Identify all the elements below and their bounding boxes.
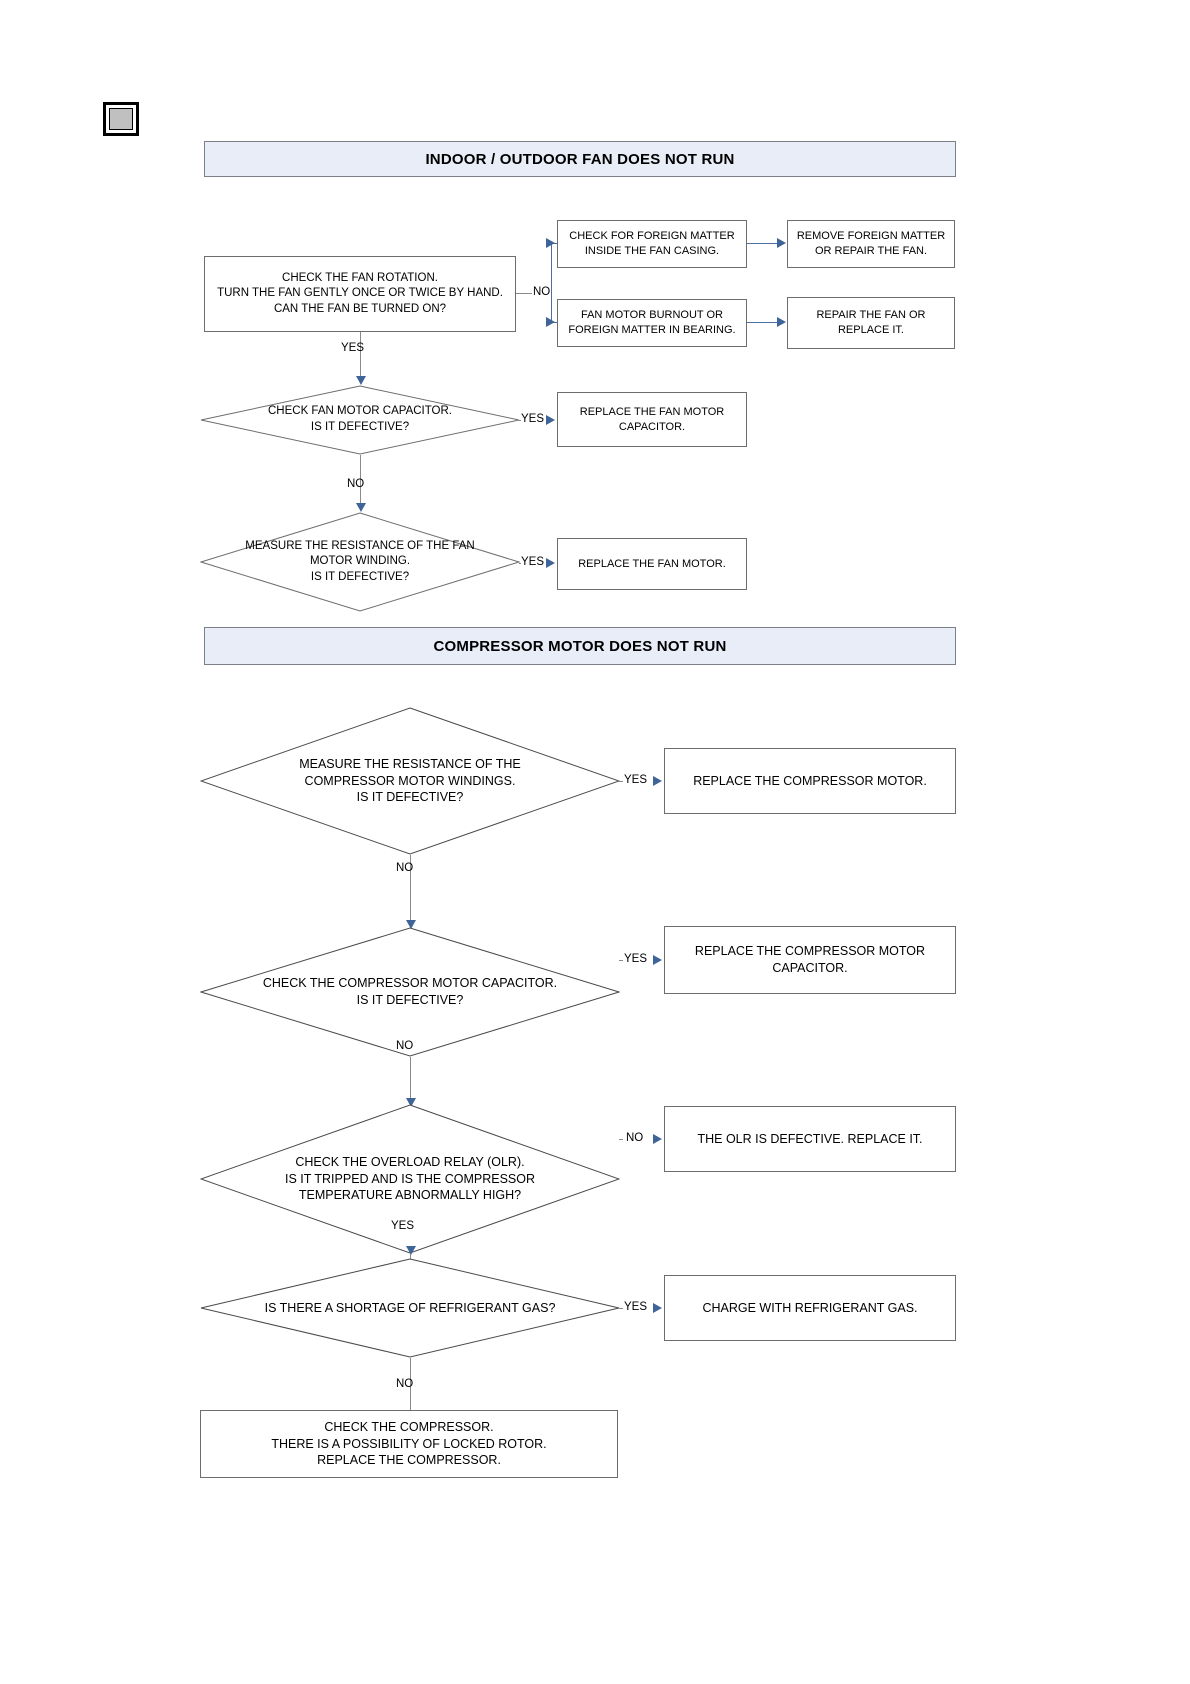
fan-no-box-2: FAN MOTOR BURNOUT OR FOREIGN MATTER IN B… [557, 299, 747, 347]
edge-comp-d3-no-stub [619, 1139, 623, 1140]
compressor-decision-refrigerant: IS THERE A SHORTAGE OF REFRIGERANT GAS? [200, 1258, 620, 1358]
arrow-fan-box2-to-result2 [777, 317, 786, 327]
compressor-decision-capacitor-yes-box-text: REPLACE THE COMPRESSOR MOTOR CAPACITOR. [694, 944, 926, 975]
fan-no-box-1-text: CHECK FOR FOREIGN MATTER INSIDE THE FAN … [569, 230, 735, 257]
edge-label-fan-d2-yes: YES [521, 556, 545, 568]
fan-decision-winding: MEASURE THE RESISTANCE OF THE FAN MOTOR … [200, 512, 520, 612]
square-marker-inner [109, 108, 133, 130]
compressor-decision-windings-yes-box: REPLACE THE COMPRESSOR MOTOR. [664, 748, 956, 814]
fan-decision-capacitor-shape [200, 385, 520, 455]
compressor-final-box-text: CHECK THE COMPRESSOR. THERE IS A POSSIBI… [271, 1419, 547, 1468]
fan-decision-winding-yes-box: REPLACE THE FAN MOTOR. [557, 538, 747, 590]
edge-label-fan-start-yes: YES [341, 342, 365, 354]
edge-label-fan-d1-yes: YES [521, 413, 545, 425]
arrow-fan-no-to-box2 [546, 317, 555, 327]
arrow-comp-d2-yes [653, 955, 662, 965]
edge-label-comp-d3-yes: YES [391, 1220, 415, 1232]
fan-start-box-text: CHECK THE FAN ROTATION. TURN THE FAN GEN… [217, 271, 503, 315]
edge-comp-d2-yes-stub [619, 960, 623, 961]
compressor-decision-olr-no-box: THE OLR IS DEFECTIVE. REPLACE IT. [664, 1106, 956, 1172]
edge-fan-box1-to-result1 [747, 243, 780, 244]
edge-fan-start-yes-v [360, 332, 361, 380]
edge-label-comp-d2-yes: YES [624, 953, 648, 965]
fan-no-box-2-text: FAN MOTOR BURNOUT OR FOREIGN MATTER IN B… [568, 309, 736, 336]
fan-decision-winding-yes-box-text: REPLACE THE FAN MOTOR. [578, 557, 726, 570]
fan-decision-winding-shape [200, 512, 520, 612]
arrow-comp-d1-no [406, 920, 416, 929]
fan-start-box: CHECK THE FAN ROTATION. TURN THE FAN GEN… [204, 256, 516, 332]
compressor-decision-capacitor: CHECK THE COMPRESSOR MOTOR CAPACITOR. IS… [200, 927, 620, 1057]
compressor-decision-olr-no-box-text: THE OLR IS DEFECTIVE. REPLACE IT. [697, 1131, 923, 1146]
fan-decision-capacitor-yes-box: REPLACE THE FAN MOTOR CAPACITOR. [557, 392, 747, 447]
edge-comp-d1-no-v [410, 855, 411, 927]
edge-label-fan-d1-no: NO [347, 478, 365, 490]
arrow-comp-d3-yes [406, 1246, 416, 1255]
arrow-fan-start-to-decision1 [356, 376, 366, 385]
edge-fan-d1-yes-stub [519, 420, 521, 421]
arrow-comp-d4-yes [653, 1303, 662, 1313]
edge-label-comp-d4-yes: YES [624, 1301, 648, 1313]
fan-no-box-1-result: REMOVE FOREIGN MATTER OR REPAIR THE FAN. [787, 220, 955, 268]
edge-comp-d4-yes-stub [619, 1308, 623, 1309]
edge-fan-d2-yes-stub [519, 563, 521, 564]
edge-label-fan-start-no: NO [533, 286, 551, 298]
arrow-fan-d2-yes [546, 558, 555, 568]
edge-label-comp-d1-no: NO [396, 862, 414, 874]
fan-no-box-2-result-text: REPAIR THE FAN OR REPLACE IT. [816, 309, 926, 336]
section-banner-compressor-label: COMPRESSOR MOTOR DOES NOT RUN [433, 637, 727, 655]
fan-decision-capacitor-yes-box-text: REPLACE THE FAN MOTOR CAPACITOR. [579, 405, 725, 433]
edge-fan-box2-to-result2 [747, 322, 780, 323]
edge-label-comp-d1-yes: YES [624, 774, 648, 786]
edge-label-comp-d3-no: NO [626, 1132, 644, 1144]
fan-no-box-1-result-text: REMOVE FOREIGN MATTER OR REPAIR THE FAN. [796, 230, 946, 257]
compressor-decision-capacitor-yes-box: REPLACE THE COMPRESSOR MOTOR CAPACITOR. [664, 926, 956, 994]
edge-comp-d1-yes-stub [619, 781, 623, 782]
edge-fan-no-spine-up [551, 243, 552, 293]
compressor-decision-capacitor-shape [200, 927, 620, 1057]
edge-fan-no-spine-down [551, 293, 552, 322]
compressor-decision-refrigerant-shape [200, 1258, 620, 1358]
compressor-decision-windings-shape [200, 707, 620, 855]
arrow-fan-no-to-box1 [546, 238, 555, 248]
compressor-final-box: CHECK THE COMPRESSOR. THERE IS A POSSIBI… [200, 1410, 618, 1478]
arrow-fan-d1-yes [546, 415, 555, 425]
edge-comp-d2-no-v [410, 1057, 411, 1117]
fan-no-box-1: CHECK FOR FOREIGN MATTER INSIDE THE FAN … [557, 220, 747, 268]
section-banner-compressor: COMPRESSOR MOTOR DOES NOT RUN [204, 627, 956, 665]
edge-fan-start-no-stub [516, 293, 532, 294]
section-banner-fan: INDOOR / OUTDOOR FAN DOES NOT RUN [204, 141, 956, 177]
edge-comp-d4-no-v [410, 1358, 411, 1410]
compressor-decision-windings-yes-box-text: REPLACE THE COMPRESSOR MOTOR. [693, 773, 927, 788]
compressor-decision-refrigerant-yes-box-text: CHARGE WITH REFRIGERANT GAS. [702, 1300, 918, 1315]
edge-label-comp-d4-no: NO [396, 1378, 414, 1390]
fan-decision-capacitor: CHECK FAN MOTOR CAPACITOR. IS IT DEFECTI… [200, 385, 520, 455]
square-marker-icon [103, 102, 139, 136]
arrow-comp-d3-no [653, 1134, 662, 1144]
section-banner-fan-label: INDOOR / OUTDOOR FAN DOES NOT RUN [425, 150, 735, 168]
compressor-decision-windings: MEASURE THE RESISTANCE OF THE COMPRESSOR… [200, 707, 620, 855]
edge-fan-d1-no-v [360, 455, 361, 507]
edge-label-comp-d2-no: NO [396, 1040, 414, 1052]
fan-no-box-2-result: REPAIR THE FAN OR REPLACE IT. [787, 297, 955, 349]
arrow-fan-d1-no [356, 503, 366, 512]
arrow-comp-d2-no [406, 1098, 416, 1107]
arrow-comp-d1-yes [653, 776, 662, 786]
compressor-decision-refrigerant-yes-box: CHARGE WITH REFRIGERANT GAS. [664, 1275, 956, 1341]
arrow-fan-box1-to-result1 [777, 238, 786, 248]
